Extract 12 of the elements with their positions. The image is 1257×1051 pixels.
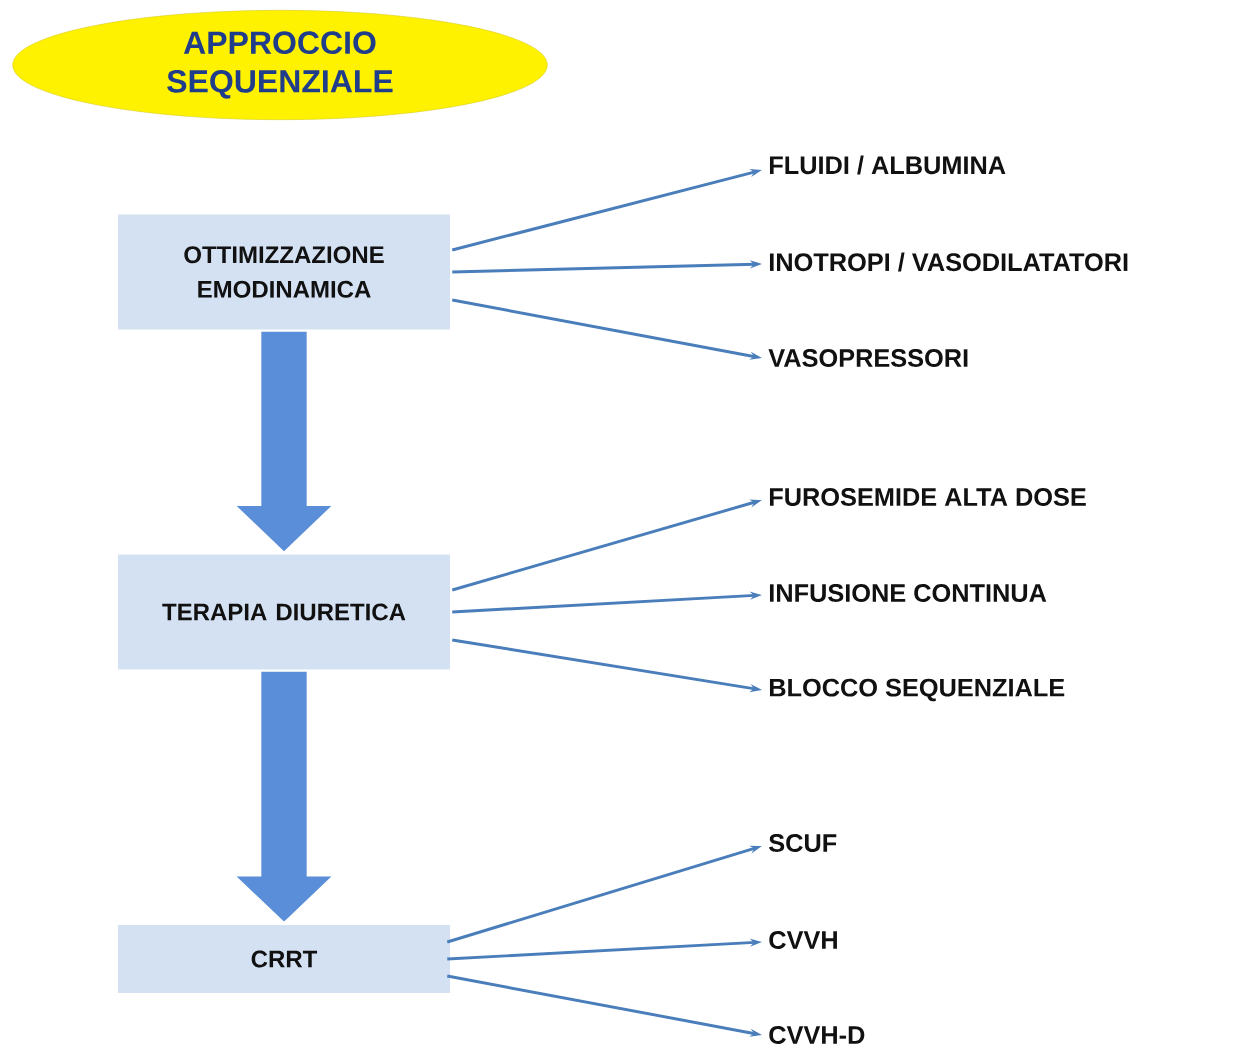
option-label: BLOCCO SEQUENZIALE xyxy=(769,678,1065,702)
option-label: CVVH xyxy=(769,931,837,949)
step-box: CRRT xyxy=(118,925,450,993)
step-box: TERAPIA DIURETICA xyxy=(118,554,450,670)
step-box: OTTIMIZZAZIONE EMODINAMICA xyxy=(118,214,450,330)
option-label: INFUSIONE CONTINUA xyxy=(769,584,1047,602)
option-label: VASOPRESSORI xyxy=(768,349,968,367)
option-label: FLUIDI / ALBUMINA xyxy=(769,155,1006,175)
option-label: SCUF xyxy=(769,834,837,852)
option-label: INOTROPI / VASODILATATORI xyxy=(769,252,1128,272)
option-label: FUROSEMIDE ALTA DOSE xyxy=(769,488,1086,506)
option-label: CVVH-D xyxy=(769,1026,865,1044)
